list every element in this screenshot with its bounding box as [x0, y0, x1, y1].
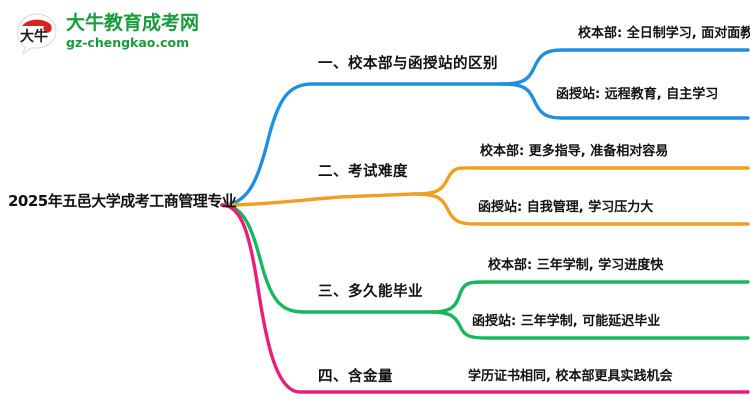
connector-branch-1-leaf-1 [498, 48, 750, 86]
leaf-node-1-2-label: 函授站: 远程教育, 自主学习 [556, 87, 719, 102]
logo-text: 大牛教育成考网 gz-chengkao.com [66, 12, 199, 51]
connector-branch-4-trunk [220, 203, 750, 394]
connector-branch-3-trunk [220, 203, 434, 314]
branch-node-3-label: 三、多久能毕业 [318, 284, 423, 300]
branch-node-4-label: 四、含金量 [318, 369, 393, 385]
leaf-node-2-2-label: 函授站: 自我管理, 学习压力大 [478, 200, 654, 215]
connector-branch-3-leaf-1 [430, 280, 750, 314]
leaf-node-4-1-label: 学历证书相同, 校本部更具实践机会 [468, 369, 673, 384]
branch-node-2-label: 二、考试难度 [318, 164, 408, 180]
daniu-logo-icon: 大牛 [17, 13, 57, 56]
site-logo[interactable]: 大牛 大牛教育成考网 gz-chengkao.com [14, 10, 244, 58]
svg-text:大牛: 大牛 [20, 28, 48, 45]
connector-branch-3-leaf-2 [430, 310, 750, 340]
logo-subtitle: gz-chengkao.com [66, 35, 190, 50]
logo-title: 大牛教育成考网 [66, 12, 200, 34]
leaf-node-2-1-label: 校本部: 更多指导, 准备相对容易 [480, 144, 669, 159]
branch-node-1-label: 一、校本部与函授站的区别 [318, 56, 498, 72]
root-node-label: 2025年五邑大学成考工商管理专业 [8, 192, 237, 210]
connector-branch-2-leaf-2 [412, 192, 750, 226]
connector-branch-2-trunk [220, 192, 416, 207]
leaf-node-3-2-label: 函授站: 三年学制, 可能延迟毕业 [472, 314, 661, 329]
leaf-node-3-1-label: 校本部: 三年学制, 学习进度快 [488, 258, 664, 273]
connector-branch-1-trunk [220, 82, 502, 207]
leaf-node-1-1-label: 校本部: 全日制学习, 面对面教学 [578, 26, 750, 41]
connector-branch-1-leaf-2 [498, 82, 750, 120]
connector-branch-2-leaf-1 [412, 166, 750, 196]
